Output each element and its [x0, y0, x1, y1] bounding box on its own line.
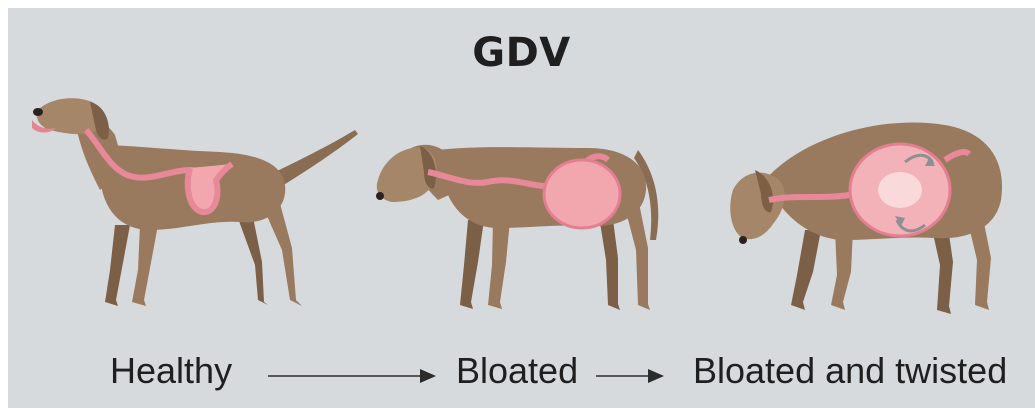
- bloated-dog-illustration: [368, 90, 698, 330]
- arrow-right-icon: [596, 366, 666, 386]
- dog-body: [376, 145, 658, 310]
- stage-label-healthy: Healthy: [110, 350, 232, 392]
- arrow-right-icon: [268, 366, 438, 386]
- stage-label-bloated: Bloated: [456, 350, 578, 392]
- stage-label-bloated-and-twisted: Bloated and twisted: [693, 350, 1007, 392]
- figure-title: GDV: [0, 30, 1035, 76]
- bloated-stomach: [544, 160, 620, 228]
- twisted-dog-illustration: [725, 90, 1025, 330]
- healthy-dog-illustration: [20, 90, 370, 330]
